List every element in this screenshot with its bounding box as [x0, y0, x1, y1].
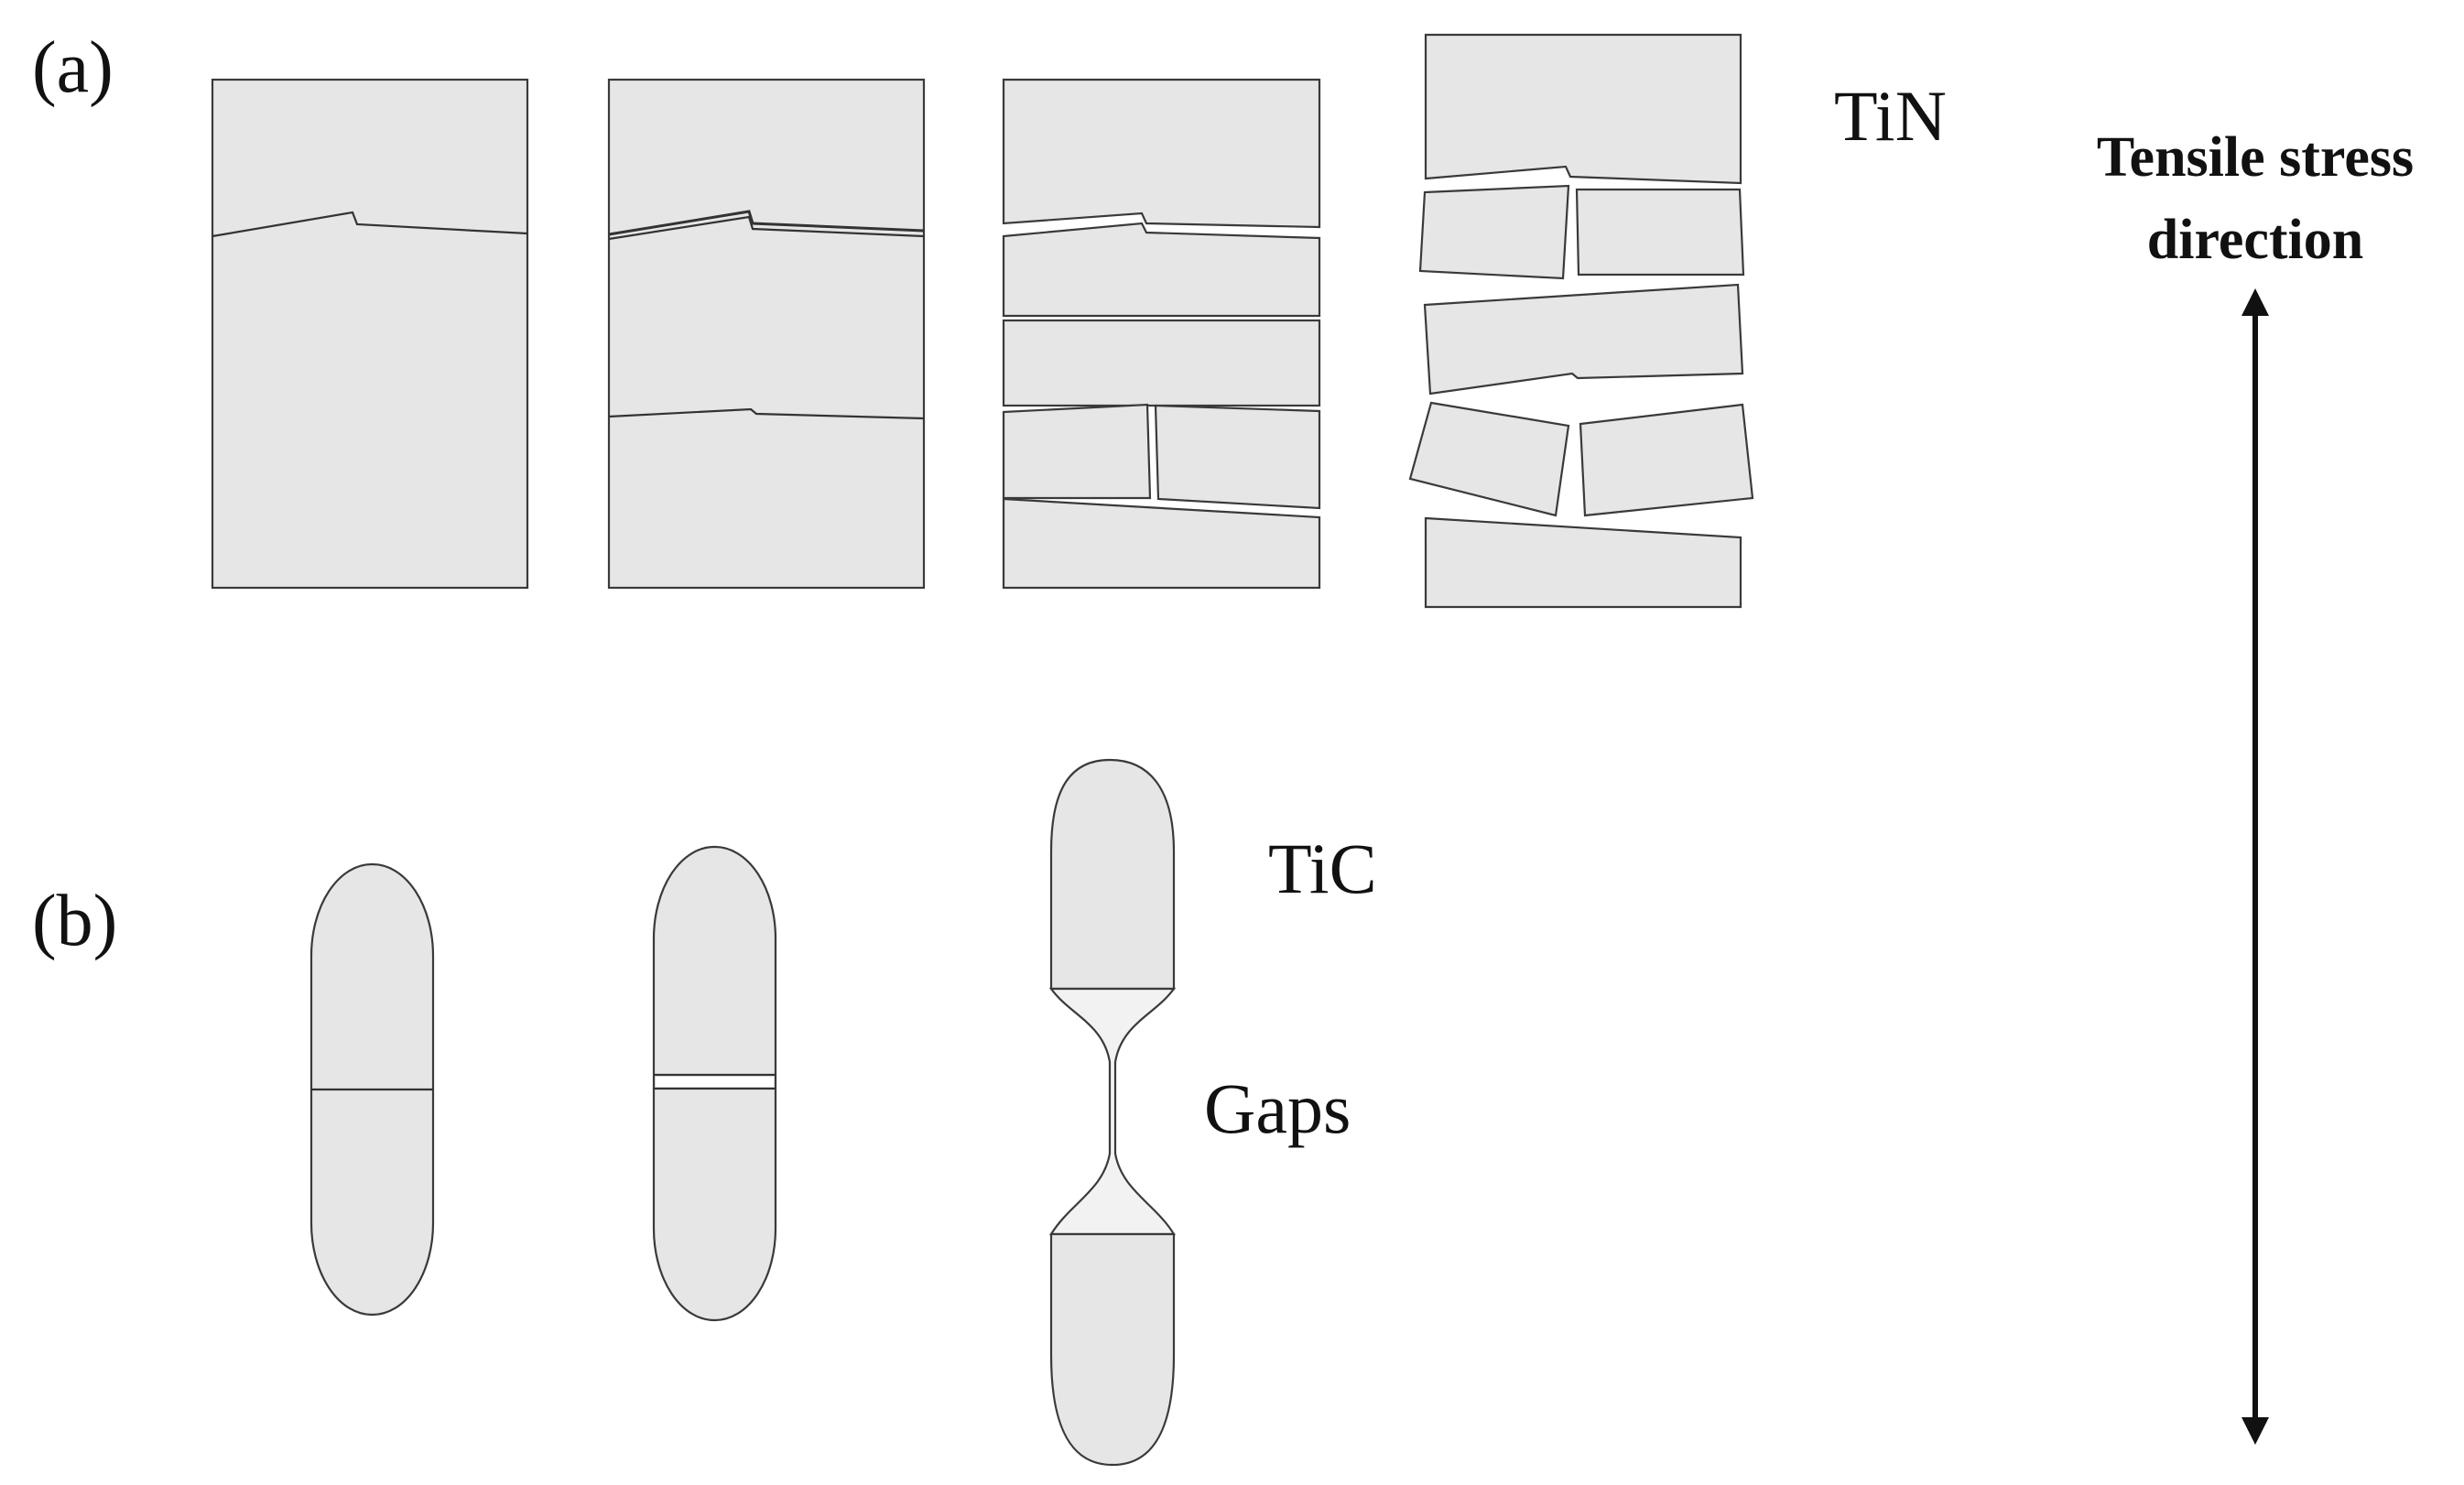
tic-stage-3: [1048, 758, 1177, 1467]
stress-label-line1: Tensile stress: [2097, 126, 2414, 189]
tin-stage-3: [1002, 78, 1321, 590]
tic-stage-2: [652, 845, 777, 1322]
tic-stage-1: [309, 862, 435, 1317]
tin-stage-2: [607, 78, 926, 590]
tin-stage-4: [1408, 33, 1754, 609]
panel-a-label: (a): [32, 27, 114, 108]
gaps-label: Gaps: [1204, 1068, 1351, 1148]
panel-b-label: (b): [32, 881, 117, 961]
tin-label: TiN: [1834, 76, 1947, 156]
tic-label: TiC: [1268, 829, 1377, 908]
stress-label-line2: direction: [2147, 209, 2364, 271]
tin-stage-1: [211, 78, 529, 590]
